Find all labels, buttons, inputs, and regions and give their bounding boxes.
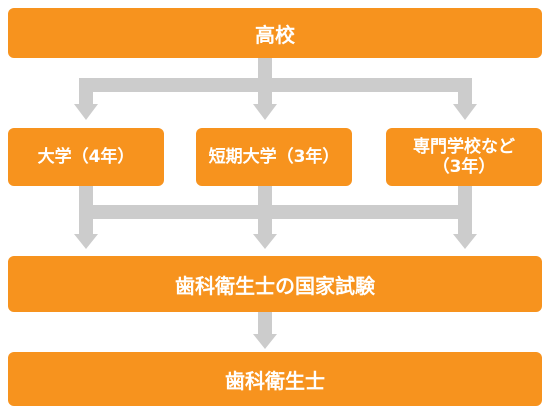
- arrowhead-from-university: [74, 234, 98, 249]
- stem-to-university: [79, 92, 93, 106]
- national-exam-label: 歯科衛生士の国家試験: [175, 273, 375, 298]
- dental-hygienist-box: 歯科衛生士: [8, 352, 542, 406]
- stem-to-vocational: [458, 92, 472, 106]
- dental-hygienist-label: 歯科衛生士: [225, 368, 325, 393]
- university-label: 大学（4年）: [37, 146, 135, 167]
- merge-bar: [79, 205, 472, 219]
- national-exam-box: 歯科衛生士の国家試験: [8, 256, 542, 312]
- stem-to-junior-college: [258, 92, 272, 106]
- junior-college-label: 短期大学（3年）: [208, 146, 340, 167]
- vocational-school-label: 専門学校など （3年）: [413, 136, 515, 177]
- junior-college-box: 短期大学（3年）: [196, 128, 352, 186]
- stem-to-result: [258, 312, 272, 336]
- high-school-box: 高校: [8, 8, 542, 58]
- arrowhead-from-junior-college: [253, 234, 277, 249]
- arrowhead-from-vocational: [453, 234, 477, 249]
- arrowhead-to-vocational: [453, 104, 477, 120]
- arrowhead-to-university: [74, 104, 98, 120]
- vocational-school-box: 専門学校など （3年）: [386, 128, 542, 186]
- university-box: 大学（4年）: [8, 128, 164, 186]
- arrowhead-to-result: [253, 334, 277, 349]
- branch-bar-top: [79, 78, 472, 92]
- high-school-label: 高校: [255, 22, 295, 47]
- arrowhead-to-junior-college: [253, 104, 277, 120]
- trunk-from-top: [258, 58, 272, 82]
